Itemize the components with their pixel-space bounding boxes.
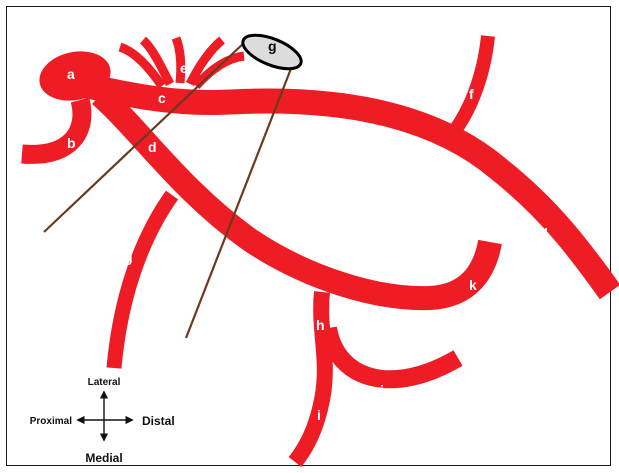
label-g: g <box>124 249 133 265</box>
vessel-tree <box>22 36 610 462</box>
vessel-j <box>328 328 458 379</box>
label-e: e <box>180 60 188 76</box>
label-i: i <box>317 407 321 423</box>
label-f: f <box>469 86 474 102</box>
label-h: h <box>316 317 325 333</box>
vessel-g <box>114 195 172 368</box>
label-l: l <box>544 225 548 241</box>
vessel-f <box>447 36 488 140</box>
label-k: k <box>469 277 477 293</box>
compass-proximal: Proximal <box>30 416 72 427</box>
label-a: a <box>67 66 75 82</box>
label-c: c <box>158 90 166 106</box>
compass-medial: Medial <box>85 451 122 465</box>
label-b: b <box>67 135 76 151</box>
balloon-label: g <box>268 38 277 54</box>
compass-lateral: Lateral <box>88 377 121 388</box>
compass-distal: Distal <box>142 414 175 428</box>
label-d: d <box>148 139 157 155</box>
orientation-compass: Lateral Medial Proximal Distal <box>30 377 175 465</box>
label-j: j <box>379 382 384 398</box>
